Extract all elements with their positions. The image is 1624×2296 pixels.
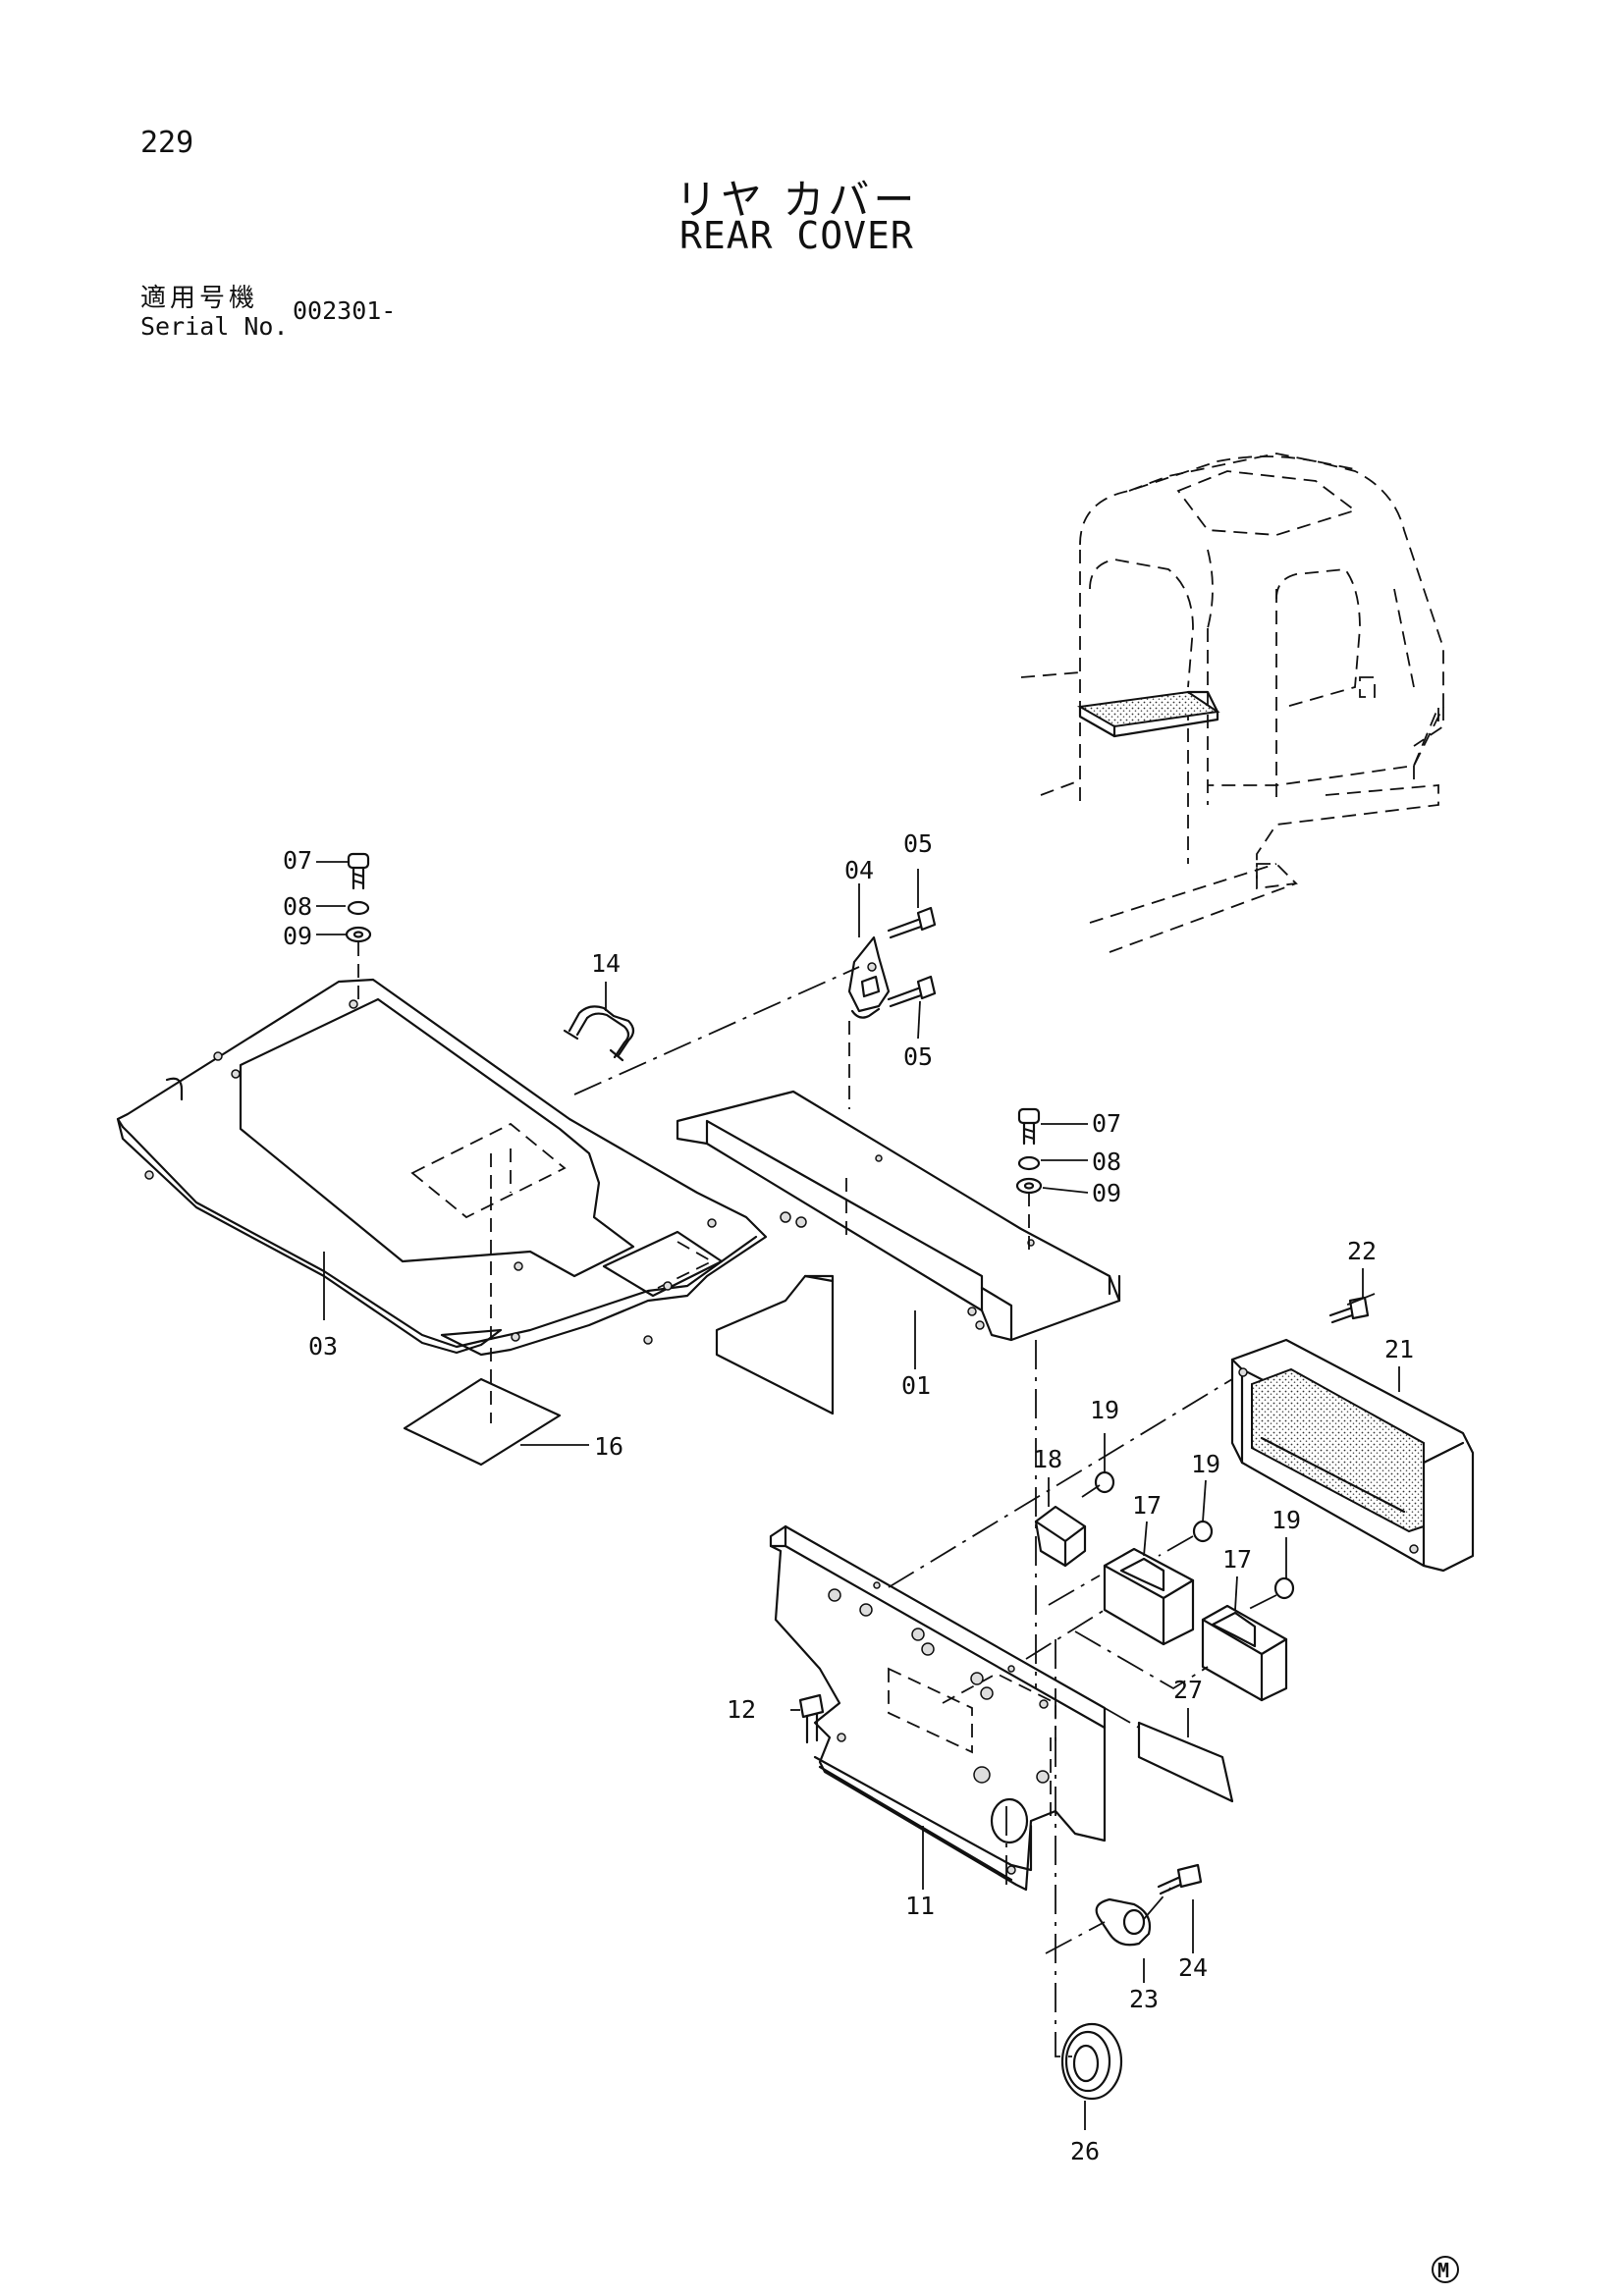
circled-m-mark: M bbox=[1432, 2256, 1459, 2283]
bolt-22 bbox=[1328, 1296, 1370, 1324]
assembly-lines bbox=[357, 942, 1376, 2057]
callout-12: 12 bbox=[727, 1695, 756, 1724]
cable-clamp bbox=[1095, 1897, 1152, 1947]
side-wall-plate bbox=[715, 1274, 835, 1415]
callout-27: 27 bbox=[1173, 1676, 1203, 1704]
serial-label-japanese: 適用号機 bbox=[140, 284, 259, 313]
callout-07-right: 07 bbox=[1092, 1109, 1121, 1138]
latch-hinge bbox=[847, 935, 891, 1019]
rubber-pad bbox=[403, 1377, 562, 1467]
relay-upper bbox=[1103, 1547, 1195, 1646]
bracket-plate bbox=[676, 1090, 1121, 1342]
callout-19-c: 19 bbox=[1272, 1506, 1301, 1534]
callout-23: 23 bbox=[1129, 1985, 1159, 2013]
callout-24: 24 bbox=[1178, 1953, 1208, 1982]
fastener-set-right bbox=[1015, 1107, 1043, 1195]
page-number: 229 bbox=[140, 126, 194, 160]
vent-frame bbox=[1230, 1338, 1475, 1573]
callout-09-left: 09 bbox=[283, 922, 312, 950]
callout-05-lower: 05 bbox=[903, 1042, 933, 1071]
callout-07-left: 07 bbox=[283, 846, 312, 875]
callout-labels: 07 08 09 14 04 05 05 07 08 09 03 01 16 2… bbox=[283, 829, 1414, 2165]
mark-symbol: M bbox=[1437, 2259, 1449, 2282]
callout-21: 21 bbox=[1384, 1335, 1414, 1363]
mounting-bracket bbox=[769, 1524, 1107, 1892]
callout-01: 01 bbox=[901, 1371, 931, 1400]
bolts-05 bbox=[887, 906, 937, 1008]
callout-08-left: 08 bbox=[283, 892, 312, 921]
machine-cab-illustration bbox=[1020, 453, 1444, 953]
title-english: REAR COVER bbox=[679, 214, 914, 257]
callout-05-upper: 05 bbox=[903, 829, 933, 858]
grommet bbox=[1060, 2022, 1123, 2101]
u-bolt bbox=[563, 1005, 635, 1062]
callout-17-b: 17 bbox=[1222, 1545, 1252, 1574]
floor-cover-plate bbox=[116, 978, 768, 1357]
fastener-set-left bbox=[345, 852, 372, 943]
callout-04: 04 bbox=[844, 856, 874, 884]
serial-label-english: Serial No. bbox=[140, 312, 289, 341]
callout-19-b: 19 bbox=[1191, 1450, 1220, 1478]
title-japanese: リヤ カバー bbox=[676, 176, 919, 224]
callout-08-right: 08 bbox=[1092, 1148, 1121, 1176]
callout-03: 03 bbox=[308, 1332, 338, 1361]
bolt-12 bbox=[798, 1693, 825, 1744]
nuts-19 bbox=[1094, 1470, 1295, 1600]
callout-19-a: 19 bbox=[1090, 1396, 1119, 1424]
callout-17-a: 17 bbox=[1132, 1491, 1162, 1520]
callout-16: 16 bbox=[594, 1432, 623, 1461]
leader-lines bbox=[316, 861, 1400, 2130]
connector bbox=[1034, 1505, 1087, 1568]
callout-14: 14 bbox=[591, 949, 621, 978]
callout-09-right: 09 bbox=[1092, 1179, 1121, 1207]
serial-number-value: 002301- bbox=[293, 296, 397, 325]
callout-22: 22 bbox=[1347, 1237, 1377, 1265]
relay-lower bbox=[1201, 1604, 1288, 1702]
callout-18: 18 bbox=[1033, 1445, 1062, 1473]
foam-pad bbox=[1137, 1721, 1234, 1803]
bolt-24 bbox=[1157, 1863, 1203, 1896]
callout-26: 26 bbox=[1070, 2137, 1100, 2165]
callout-11: 11 bbox=[905, 1892, 935, 1920]
